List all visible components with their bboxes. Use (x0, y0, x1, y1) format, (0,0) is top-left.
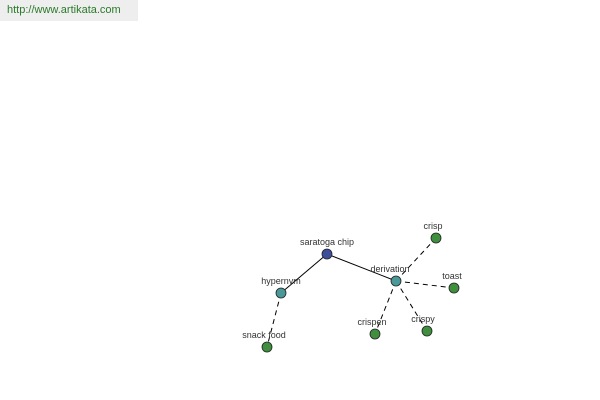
node-label-derivation: derivation (370, 264, 409, 274)
node-derivation[interactable] (390, 275, 402, 287)
edge-hypernym-to-snack-food (266, 292, 282, 348)
node-crispen[interactable] (369, 328, 381, 340)
node-toast[interactable] (448, 282, 460, 294)
node-crispy[interactable] (421, 325, 433, 337)
labels-layer: saratoga chip hypernym derivation snack foo… (242, 221, 462, 340)
node-hypernym[interactable] (275, 287, 287, 299)
edges-layer (266, 237, 455, 348)
node-snack-food[interactable] (261, 341, 273, 353)
node-label-saratoga-chip: saratoga chip (300, 237, 354, 247)
edge-saratoga-chip-to-hypernym (280, 253, 328, 294)
node-label-crisp: crisp (423, 221, 442, 231)
site-url-link[interactable]: http://www.artikata.com (0, 0, 138, 21)
node-label-crispy: crispy (411, 314, 435, 324)
edge-saratoga-chip-to-derivation (326, 253, 397, 282)
edge-derivation-to-toast (395, 280, 455, 289)
edge-derivation-to-crispen (374, 280, 397, 335)
node-label-crispen: crispen (357, 317, 386, 327)
node-crisp[interactable] (430, 232, 442, 244)
node-label-hypernym: hypernym (261, 276, 301, 286)
node-label-snack-food: snack food (242, 330, 286, 340)
edge-derivation-to-crisp (395, 237, 437, 282)
nodes-layer (261, 232, 460, 353)
edge-derivation-to-crispy (395, 280, 428, 332)
node-label-toast: toast (442, 271, 462, 281)
node-saratoga-chip[interactable] (321, 248, 333, 260)
